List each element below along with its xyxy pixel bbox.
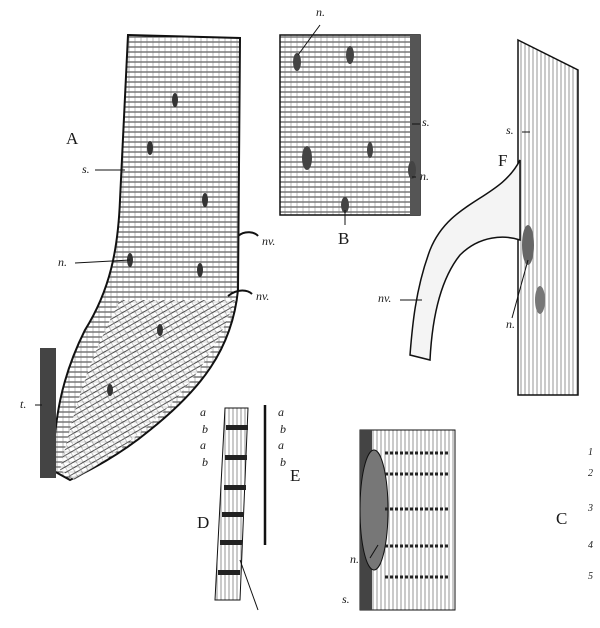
label-d: D	[197, 513, 210, 532]
label-a-s: s.	[82, 162, 90, 176]
fiber-d	[214, 407, 259, 611]
label-b-n-top: n.	[316, 5, 325, 19]
label-f-s: s.	[506, 123, 514, 137]
label-a: A	[66, 129, 79, 148]
label-a-nv2: nv.	[256, 289, 270, 303]
label-e-b2: b	[280, 455, 286, 469]
label-b: B	[338, 229, 350, 248]
label-d-b2: b	[202, 455, 208, 469]
label-e-a2: a	[278, 438, 284, 452]
label-f: F	[498, 151, 508, 170]
label-a-t: t.	[20, 397, 27, 411]
label-c-5: 5	[588, 571, 593, 582]
label-c-s: s.	[342, 592, 350, 606]
fiber-f	[409, 38, 579, 396]
label-b-n-right: n.	[420, 169, 429, 183]
label-d-b1: b	[202, 422, 208, 436]
fiber-c	[359, 429, 456, 611]
label-f-n: n.	[506, 317, 515, 331]
label-a-n: n.	[58, 255, 67, 269]
label-b-s: s.	[422, 115, 430, 129]
label-a-nv1: nv.	[262, 234, 276, 248]
label-c-n: n.	[350, 552, 359, 566]
label-d-a2: a	[200, 438, 206, 452]
label-c-1: 1	[588, 447, 593, 458]
label-e-a1: a	[278, 405, 284, 419]
label-c-4: 4	[588, 540, 593, 551]
label-c: C	[556, 509, 568, 528]
label-c-2: 2	[588, 468, 593, 479]
label-d-a1: a	[200, 405, 206, 419]
leader-lines	[35, 24, 530, 559]
label-f-nv: nv.	[378, 291, 392, 305]
label-e: E	[290, 466, 301, 485]
label-e-b1: b	[280, 422, 286, 436]
label-c-3: 3	[588, 503, 593, 514]
fiber-b	[279, 34, 421, 216]
